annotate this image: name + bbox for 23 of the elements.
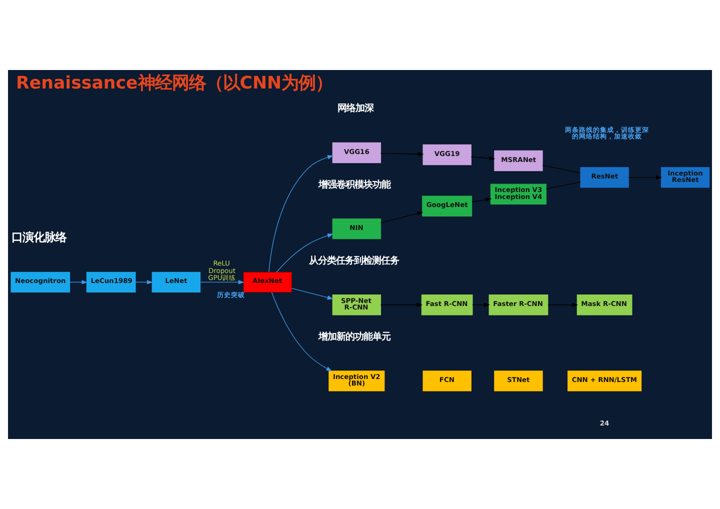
label: 口演化脉络 [11, 230, 66, 244]
arrow [380, 211, 424, 224]
arrow [472, 302, 490, 307]
arrow [271, 292, 332, 372]
arrow [70, 280, 88, 284]
arrow [276, 234, 334, 272]
arrow [135, 280, 153, 284]
connector [542, 165, 581, 174]
arrow [200, 280, 244, 284]
arrow [268, 155, 334, 272]
label: 从分类任务到检测任务 [308, 255, 399, 266]
arrow [628, 175, 662, 180]
arrow [470, 156, 496, 160]
label: 网络加深 [337, 103, 374, 114]
connector [546, 182, 581, 190]
diagram-title: Renaissance神经网络（以CNN为例） [16, 74, 332, 94]
arrow [472, 198, 492, 202]
arrow [380, 152, 424, 156]
arrow [291, 288, 334, 300]
label: 增强卷积模块功能 [318, 179, 390, 190]
label: 增加新的功能单元 [318, 331, 390, 342]
arrow [548, 302, 578, 307]
arrow [380, 302, 423, 307]
